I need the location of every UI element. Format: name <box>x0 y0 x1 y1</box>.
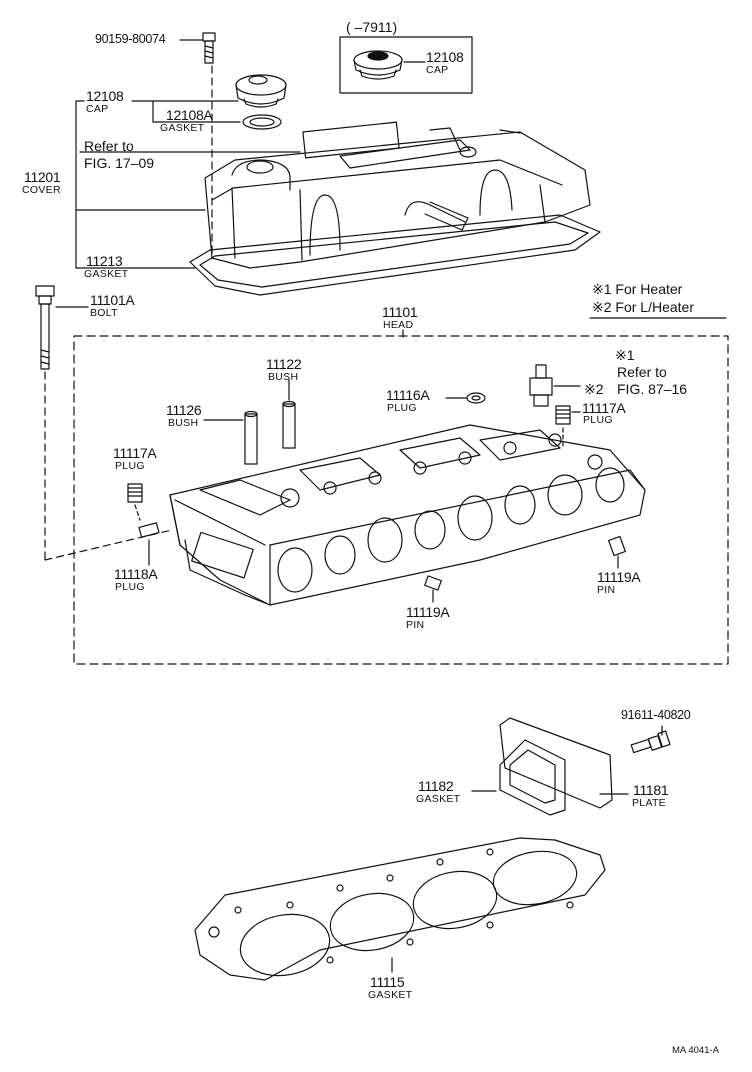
pin-right-part <box>608 535 626 557</box>
variant-box-label: ( –7911) <box>346 19 398 35</box>
plug-17a-left-part <box>127 483 143 521</box>
pin-center-name: PIN <box>406 619 425 631</box>
head-gasket-number: 11115 <box>370 974 405 990</box>
plug-17a-right-part <box>555 405 571 449</box>
bush-right-part <box>282 400 296 449</box>
cover-name: COVER <box>22 184 61 196</box>
plug-18a-name: PLUG <box>115 581 145 593</box>
cap-variant-number: 12108 <box>426 49 464 65</box>
cover-gasket-number: 11213 <box>86 253 123 269</box>
heater-ref-mark1: ※1 <box>615 347 635 363</box>
cap-part <box>235 74 287 108</box>
plate-bolt-number: 91611-40820 <box>621 708 691 722</box>
plate-number: 11181 <box>633 782 669 798</box>
heater-ref-mark2: ※2 <box>584 381 604 397</box>
plate-gasket-part <box>499 739 566 816</box>
cover-ref-line2: FIG. 17–09 <box>84 155 155 171</box>
plate-gasket-name: GASKET <box>416 793 461 805</box>
bush-left-name: BUSH <box>168 417 199 429</box>
head-bolt-number: 11101A <box>90 292 135 308</box>
plug-17a-right-name: PLUG <box>583 414 613 426</box>
legend-note-lheater: ※2 For L/Heater <box>592 299 694 315</box>
cap-name: CAP <box>86 103 109 115</box>
bolt-top-part <box>202 32 216 64</box>
plate-name: PLATE <box>632 797 666 809</box>
plug-16a-number: 11116A <box>386 387 430 403</box>
pin-center-part <box>424 575 442 591</box>
pin-right-name: PIN <box>597 584 616 596</box>
cylinder-head-part <box>169 424 646 606</box>
variant-box-frame <box>339 36 473 94</box>
heater-fitting-part <box>529 364 553 407</box>
head-gasket-part <box>194 837 606 981</box>
cap-number: 12108 <box>86 88 124 104</box>
pin-right-number: 11119A <box>597 569 641 585</box>
plug-16a-part <box>466 392 486 404</box>
head-bolt-part <box>35 285 55 370</box>
cap-variant-name: CAP <box>426 64 449 76</box>
head-bolt-name: BOLT <box>90 307 118 319</box>
plate-part <box>499 717 613 809</box>
head-number: 11101 <box>382 304 418 320</box>
head-gasket-name: GASKET <box>368 989 413 1001</box>
plug-17a-right-number: 11117A <box>582 400 626 416</box>
cover-ref-line1: Refer to <box>84 138 134 154</box>
heater-ref-line1: Refer to <box>617 364 667 380</box>
plug-18a-number: 11118A <box>114 566 158 582</box>
valve-cover-part <box>204 121 591 269</box>
cap-gasket-part <box>242 114 282 130</box>
bolt-top-number: 90159-80074 <box>95 32 166 46</box>
plug-16a-name: PLUG <box>387 402 417 414</box>
plug-17a-left-name: PLUG <box>115 460 145 472</box>
heater-ref-line2: FIG. 87–16 <box>617 381 688 397</box>
cap-gasket-name: GASKET <box>160 122 205 134</box>
head-name: HEAD <box>383 319 414 331</box>
cap-variant-part <box>353 50 403 80</box>
plate-bolt-part <box>630 730 671 754</box>
diagram-code: MA 4041-A <box>672 1045 719 1056</box>
bush-left-part <box>244 410 258 465</box>
plug-17a-left-number: 11117A <box>113 445 157 461</box>
legend-note-heater: ※1 For Heater <box>592 281 683 297</box>
head-group-frame <box>73 335 729 665</box>
plug-18a-part <box>138 522 160 538</box>
pin-center-number: 11119A <box>406 604 450 620</box>
cover-gasket-part <box>189 214 601 296</box>
cap-gasket-number: 12108A <box>166 107 213 123</box>
bush-left-number: 11126 <box>166 402 202 418</box>
cover-number: 11201 <box>24 169 61 185</box>
bush-right-name: BUSH <box>268 371 299 383</box>
bush-right-number: 11122 <box>266 356 302 372</box>
cover-gasket-name: GASKET <box>84 268 129 280</box>
plate-gasket-number: 11182 <box>418 778 454 794</box>
